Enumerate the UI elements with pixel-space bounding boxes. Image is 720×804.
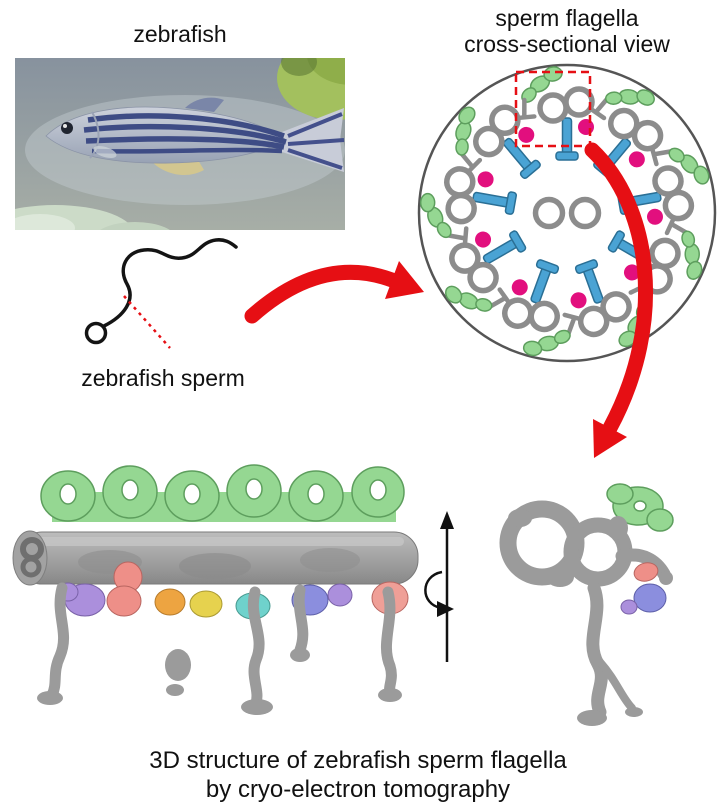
tomogram-side-view — [12, 464, 419, 715]
body-stripe — [83, 123, 287, 145]
blob-orange — [154, 588, 186, 616]
tail-fin — [282, 108, 344, 172]
cs-arm-knob — [659, 571, 673, 585]
section-line — [123, 295, 171, 349]
cs-foot — [625, 707, 643, 717]
highlight-box — [514, 70, 592, 148]
tube-texture — [300, 548, 360, 572]
dorsal-fin — [185, 97, 224, 112]
tube-highlight — [34, 537, 404, 546]
caption-line1: 3D structure of zebrafish sperm flagella — [149, 747, 567, 774]
body-stripe — [91, 147, 283, 154]
cs-stalk — [586, 581, 608, 719]
tube-end-lumen — [20, 556, 42, 578]
cs-arm — [615, 548, 671, 581]
rock — [15, 205, 170, 230]
dynein-row-green — [40, 464, 405, 522]
cs-blue-violet — [633, 583, 667, 613]
arrow-sperm-to-cross-section — [244, 261, 424, 324]
axoneme-diagram — [413, 65, 719, 368]
cs-bump — [608, 516, 628, 540]
cs-bump — [546, 567, 574, 587]
zebrafish-photo — [15, 58, 345, 230]
blob-purple-2 — [327, 583, 353, 607]
caption-line2: by cryo-electron tomography — [206, 776, 510, 803]
cs-stalk-branch — [596, 658, 636, 712]
blob-yellow — [189, 590, 223, 618]
cs-foot — [577, 710, 607, 726]
cs-salmon — [633, 562, 659, 582]
stalk-feet — [37, 648, 402, 715]
anal-fin — [150, 160, 204, 176]
central-pair — [532, 196, 602, 230]
fish-eye — [61, 122, 73, 134]
sperm-illustration — [84, 238, 238, 349]
radial-spoke-stalks — [46, 582, 397, 709]
sperm-flagellum — [102, 238, 238, 328]
zebrafish-fish — [45, 97, 345, 176]
eye-glint — [63, 124, 67, 128]
body-stripe — [87, 113, 285, 139]
sperm-label: zebrafish sperm — [81, 365, 245, 391]
sperm-head — [84, 321, 108, 345]
tail-stripes — [287, 112, 345, 170]
blob-salmon — [106, 561, 143, 617]
cs-green — [606, 483, 674, 532]
pectoral-fin — [93, 145, 117, 159]
arrow-cross-section-to-3d — [584, 142, 653, 458]
tube-texture — [179, 553, 251, 579]
gill-line — [89, 111, 100, 159]
cross-section-title-line1: sperm flagella — [495, 5, 638, 31]
zebrafish-label: zebrafish — [133, 21, 226, 47]
tomogram-cross-section-view — [499, 483, 674, 726]
cs-purple — [620, 599, 638, 615]
arrowhead — [385, 261, 424, 299]
plant-leaf — [277, 58, 345, 120]
cross-section-title-line2: cross-sectional view — [464, 31, 670, 57]
arrowhead — [593, 419, 627, 458]
cs-bump — [508, 509, 532, 527]
body-stripe — [85, 136, 285, 150]
rotation-arrow — [424, 511, 454, 662]
